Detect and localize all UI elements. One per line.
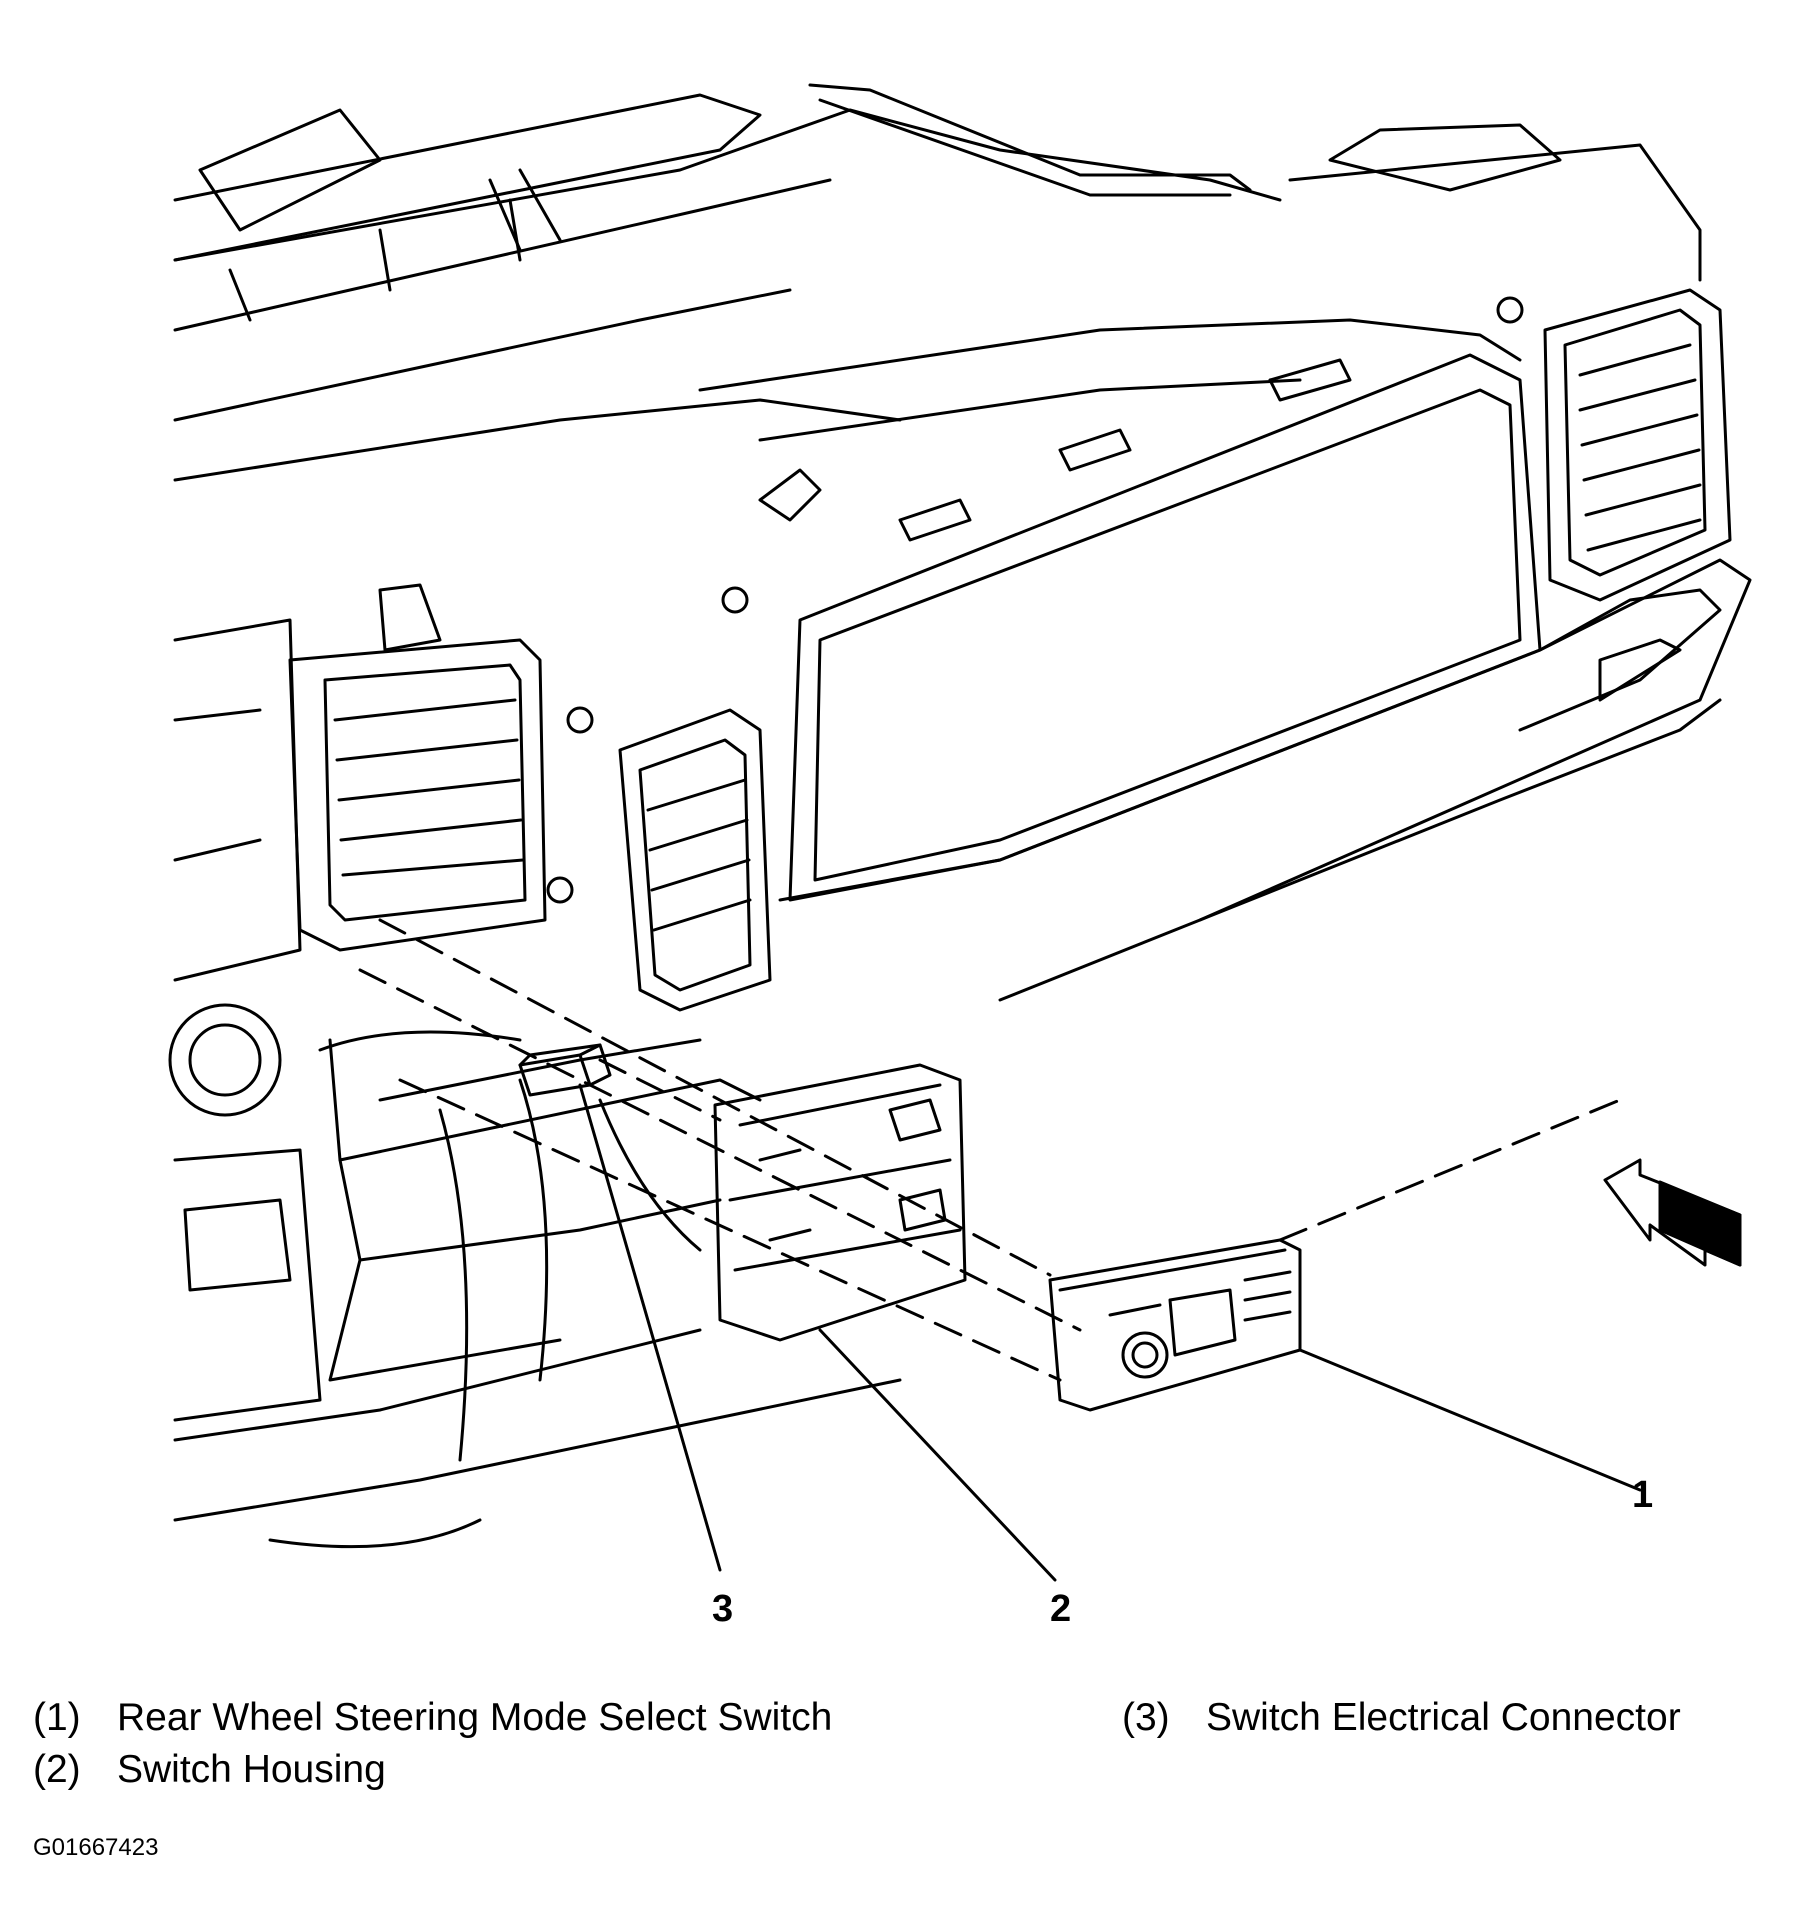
lower-dash-pocket [318,1030,762,1462]
legend-number: (2) [33,1748,81,1791]
center-dash-body [546,296,1752,1002]
right-air-vent [1543,288,1732,602]
callout-1: 1 [1632,1474,1654,1516]
callout-3: 3 [712,1588,734,1630]
legend-item-1: (1) Rear Wheel Steering Mode Select Switc… [33,1698,832,1737]
legend-number: (3) [1122,1696,1170,1739]
legend-number: (1) [33,1696,81,1739]
left-instrument-area [168,618,902,1549]
upper-dash-frame [173,83,1702,482]
left-air-vent [288,583,547,952]
callout-2: 2 [1050,1588,1072,1630]
dashboard-exploded-illustration [168,83,1752,1582]
assembly-guide-lines [358,918,1622,1382]
callout-leader-lines [578,1083,1642,1582]
view-direction-arrow-icon [1603,1158,1742,1267]
mode-select-switch [1048,1238,1302,1412]
center-air-vent [618,708,772,1012]
legend-label: Rear Wheel Steering Mode Select Switch [117,1696,833,1739]
figure-id: G01667423 [33,1834,159,1861]
legend-label: Switch Electrical Connector [1206,1696,1681,1739]
switch-housing [713,1063,967,1342]
legend-label: Switch Housing [117,1748,386,1791]
legend-item-2: (2) Switch Housing [33,1750,386,1789]
legend-item-3: (3) Switch Electrical Connector [1122,1698,1681,1737]
